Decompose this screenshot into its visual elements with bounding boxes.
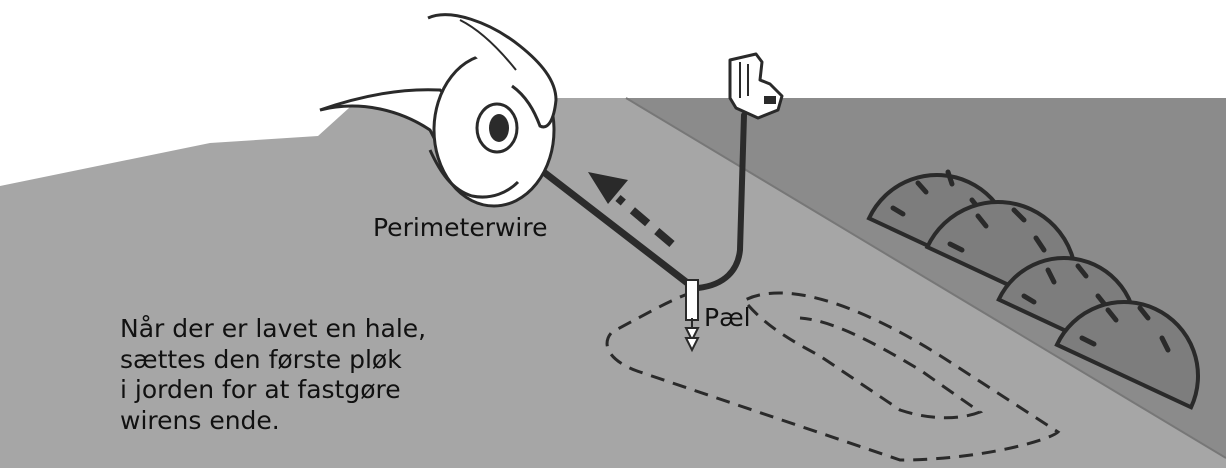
- lawn-edge-line: [625, 97, 1226, 459]
- planned-wire-route: [605, 290, 1061, 462]
- perimeter-wire-label: Perimeterwire: [373, 213, 548, 242]
- caption-line: i jorden for at fastgøre: [120, 375, 401, 404]
- connector-wire: [695, 112, 747, 291]
- caption-line: wirens ende.: [120, 405, 280, 435]
- connector-plug-icon: [728, 52, 784, 120]
- instruction-caption: Når der er lavet en hale, sættes den før…: [120, 314, 460, 436]
- arrow-icon: [588, 172, 675, 248]
- caption-line: Når der er lavet en hale,: [120, 314, 427, 343]
- hand-with-wire-spool-icon: [319, 13, 558, 208]
- bushes: [866, 169, 1200, 410]
- lawn-area: [0, 98, 1226, 468]
- bush-icon: [1054, 300, 1200, 410]
- stake-label: Pæl: [704, 303, 751, 332]
- caption-line: sættes den første pløk: [120, 344, 402, 374]
- stake-icon: [684, 279, 700, 353]
